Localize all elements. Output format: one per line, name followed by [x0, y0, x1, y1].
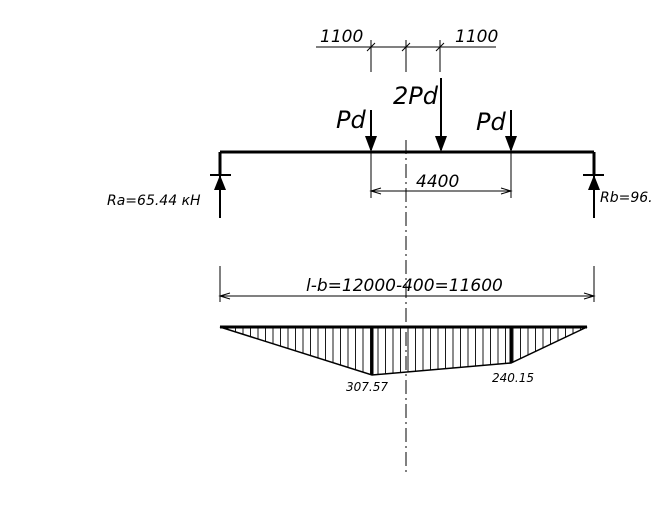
load-arrow-center — [435, 78, 447, 152]
reaction-label-left: Ra=65.44 кН — [107, 193, 201, 209]
load-label-right: Pd — [476, 108, 506, 136]
dimension-right-offset: 1100 — [455, 27, 498, 47]
span-dimension — [218, 266, 596, 302]
dimension-load-spacing: 4400 — [416, 172, 459, 192]
moment-diagram — [219, 325, 588, 376]
dimension-span: l-b=12000-400=11600 — [306, 276, 503, 296]
reaction-arrow-right — [583, 174, 604, 218]
moment-outline — [219, 326, 588, 376]
moment-hatching — [227, 327, 581, 375]
reaction-arrow-left — [210, 174, 231, 218]
load-arrow-left — [365, 110, 377, 152]
load-spacing-dimension — [369, 152, 513, 198]
load-label-left: Pd — [336, 106, 366, 134]
dimension-left-offset: 1100 — [320, 27, 363, 47]
moment-value-left: 307.57 — [346, 380, 388, 394]
top-dimension — [316, 40, 496, 72]
moment-value-right: 240.15 — [492, 371, 534, 385]
load-arrow-right — [505, 110, 517, 152]
reaction-label-right: Rb=96. — [600, 190, 653, 206]
load-label-center: 2Pd — [393, 82, 439, 110]
